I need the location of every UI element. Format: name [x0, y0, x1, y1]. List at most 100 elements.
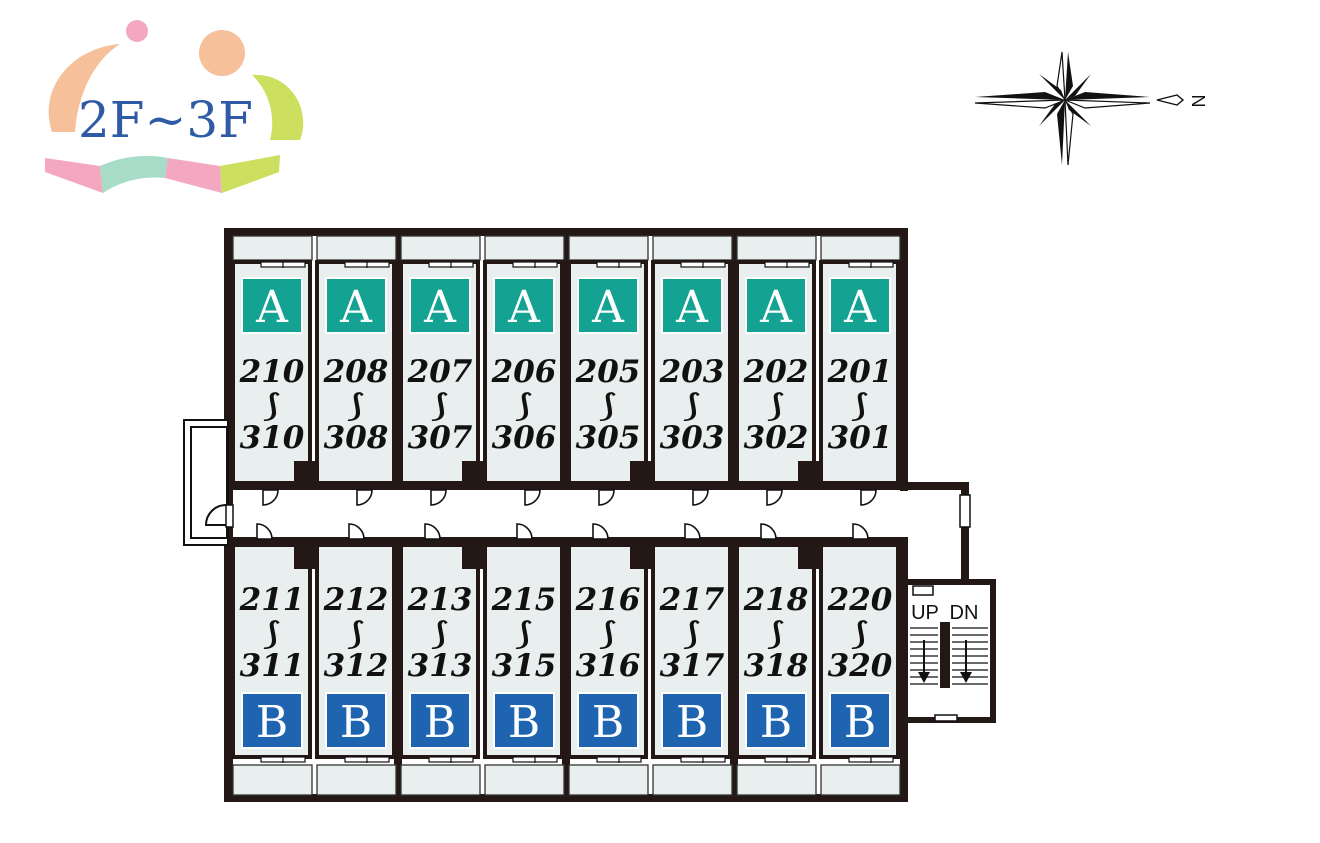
north-unit-3-room-number-bottom: 307	[408, 420, 473, 456]
north-unit-5-type-badge: A	[577, 277, 639, 334]
north-unit-7-badge-fill	[747, 279, 805, 332]
south-unit-5-door-icon	[592, 523, 609, 540]
pair-wall-south-1	[562, 539, 570, 802]
south-unit-6-room-number-bottom: 317	[660, 648, 725, 684]
south-unit-6-range-mark: ⟆	[683, 616, 700, 652]
north-unit-6-room-number-top: 203	[659, 354, 725, 390]
north-unit-4-badge-letter: A	[507, 282, 541, 333]
north-unit-7-room-number-top: 202	[743, 354, 809, 390]
north-unit-2-type-badge: A	[325, 277, 387, 334]
north-unit-4-type-badge: A	[493, 277, 555, 334]
corridor-north-wall	[224, 482, 969, 490]
north-unit-5-door-icon	[598, 489, 615, 506]
north-unit-5-room-number-bottom: 305	[576, 420, 641, 456]
south-unit-6-badge-fill	[663, 694, 721, 747]
logo-arc-peach	[48, 44, 120, 132]
pair-wall-south-2	[730, 539, 738, 802]
stair-divider	[940, 622, 950, 688]
floor-logo: 2F~3F	[45, 20, 304, 193]
north-unit-7-balcony	[736, 235, 817, 261]
logo-wave-green	[220, 155, 280, 193]
logo-dot-pink	[126, 20, 148, 42]
corridor-east-wall	[961, 482, 969, 582]
north-unit-2-range-mark: ⟆	[347, 388, 364, 424]
north-unit-2-badge-letter: A	[339, 282, 373, 333]
south-unit-1-room-number-top: 211	[239, 582, 305, 618]
logo-wave-pink	[45, 158, 103, 193]
north-unit-8-badge-fill	[831, 279, 889, 332]
north-unit-7-room-number-bottom: 302	[744, 420, 809, 456]
down-arrow-icon	[960, 672, 972, 683]
north-unit-6-type-badge: A	[661, 277, 723, 334]
south-unit-2-type-badge: B	[325, 692, 387, 749]
north-unit-1-room-number-top: 210	[239, 354, 305, 390]
south-unit-6-badge-letter: B	[676, 697, 708, 748]
south-unit-3-type-badge: B	[409, 692, 471, 749]
stair-window	[934, 714, 958, 722]
south-unit-4-door-icon	[516, 523, 533, 540]
north-unit-2-balcony	[316, 235, 397, 261]
south-unit-8-room-number-bottom: 320	[828, 648, 893, 684]
south-unit-1-badge-letter: B	[256, 697, 288, 748]
north-unit-4-door-icon	[524, 489, 541, 506]
north-unit-1-balcony	[232, 235, 313, 261]
south-unit-2-balcony	[316, 764, 397, 796]
logo-wave-mint	[100, 155, 168, 193]
south-unit-8-room-number-top: 220	[827, 582, 893, 618]
south-unit-4-badge-letter: B	[508, 697, 540, 748]
north-unit-5-badge-letter: A	[591, 282, 625, 333]
south-unit-7-door-icon	[760, 523, 777, 540]
north-unit-8-balcony	[820, 235, 901, 261]
north-unit-1-badge-letter: A	[255, 282, 289, 333]
north-unit-4-balcony	[484, 235, 565, 261]
south-unit-4-badge-fill	[495, 694, 553, 747]
south-unit-8-type-badge: B	[829, 692, 891, 749]
south-unit-1-badge-fill	[243, 694, 301, 747]
north-unit-6-range-mark: ⟆	[683, 388, 700, 424]
south-unit-4-room-number-top: 215	[491, 582, 557, 618]
pair-wall-north-1	[562, 228, 570, 485]
south-unit-7-badge-fill	[747, 694, 805, 747]
stairwell: UP DN	[902, 579, 996, 723]
south-unit-2-room-number-top: 212	[323, 582, 389, 618]
north-unit-1-type-badge: A	[241, 277, 303, 334]
north-unit-8-room-number-bottom: 301	[828, 420, 893, 456]
south-unit-8-door-icon	[852, 523, 869, 540]
north-unit-6-badge-fill	[663, 279, 721, 332]
north-unit-8-range-mark: ⟆	[851, 388, 868, 424]
north-unit-2-room-number-top: 208	[323, 354, 389, 390]
north-unit-5-badge-fill	[579, 279, 637, 332]
south-unit-2-badge-letter: B	[340, 697, 372, 748]
north-unit-4-range-mark: ⟆	[515, 388, 532, 424]
north-unit-3-range-mark: ⟆	[431, 388, 448, 424]
north-unit-2-badge-fill	[327, 279, 385, 332]
north-unit-4-room-number-top: 206	[491, 354, 557, 390]
south-unit-3-door-icon	[424, 523, 441, 540]
pair-wall-south-0	[394, 539, 402, 802]
pair-wall-north-2	[730, 228, 738, 485]
logo-wave-pink-2	[165, 158, 222, 193]
south-unit-2-room-number-bottom: 312	[324, 648, 389, 684]
south-unit-8-badge-fill	[831, 694, 889, 747]
north-unit-1-badge-fill	[243, 279, 301, 332]
north-unit-6-door-icon	[692, 489, 709, 506]
south-unit-2-badge-fill	[327, 694, 385, 747]
east-wall-north	[900, 228, 908, 491]
south-unit-1-balcony	[232, 764, 313, 796]
north-unit-8-type-badge: A	[829, 277, 891, 334]
south-unit-5-badge-letter: B	[592, 697, 624, 748]
south-unit-7-room-number-bottom: 318	[744, 648, 809, 684]
north-unit-1-room-number-bottom: 310	[240, 420, 305, 456]
south-unit-3-room-number-bottom: 313	[408, 648, 473, 684]
north-unit-8-badge-letter: A	[843, 282, 877, 333]
south-unit-5-badge-fill	[579, 694, 637, 747]
north-unit-6-balcony	[652, 235, 733, 261]
south-unit-2-range-mark: ⟆	[347, 616, 364, 652]
logo-arc-green	[252, 74, 304, 140]
south-unit-7-balcony	[736, 764, 817, 796]
north-unit-3-badge-letter: A	[423, 282, 457, 333]
compass-icon	[974, 51, 1185, 166]
south-unit-7-badge-letter: B	[760, 697, 792, 748]
north-unit-8-door-icon	[860, 489, 877, 506]
